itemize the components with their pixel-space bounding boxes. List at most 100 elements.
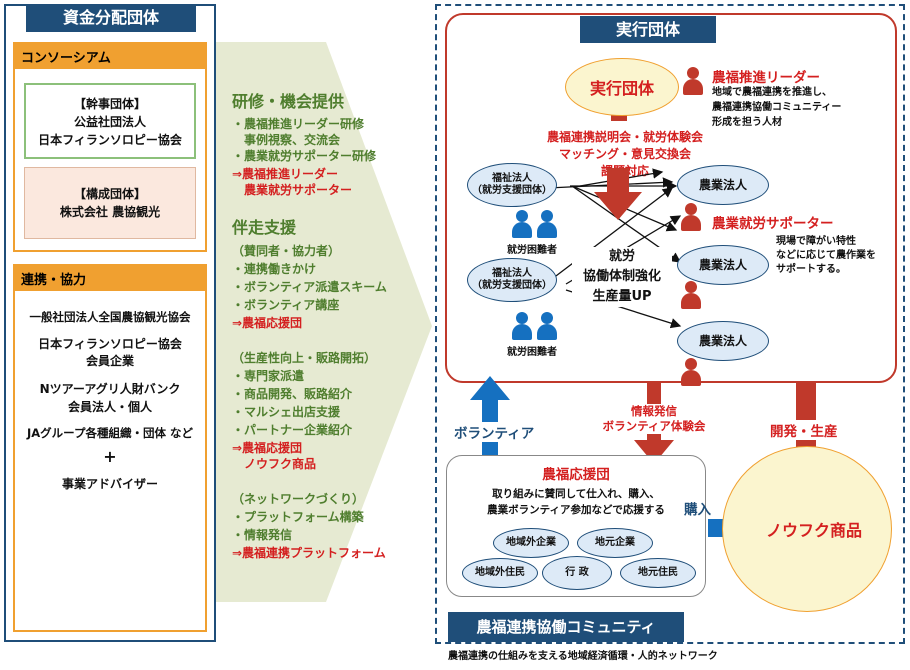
supporter-title: 農業就労サポーター	[712, 216, 834, 232]
partner-item: 一般社団法人全国農協観光協会	[29, 310, 191, 324]
accompany-line: ・専門家派遣	[232, 369, 305, 383]
training-line: ・農業就労サポーター研修	[232, 149, 377, 163]
hard-to-employ-label: 就労困難者	[507, 347, 557, 358]
accompany-title: 伴走支援	[232, 218, 297, 237]
buy-label: 購入	[684, 502, 711, 518]
ouen-member: 地元住民	[620, 558, 696, 588]
accompany-line: ・ボランティア派遣スキーム	[232, 280, 387, 294]
farm-corp-1: 農業法人	[677, 165, 769, 205]
farm-person-icon	[680, 281, 702, 309]
training-result: ⇒農福推進リーダー	[232, 167, 339, 181]
ouen-desc: 農業ボランティア参加などで応援する	[487, 504, 665, 516]
partners-box	[13, 264, 207, 632]
leader-title: 農福推進リーダー	[712, 70, 820, 86]
volunteer-up-arrow	[470, 376, 510, 458]
accompany-line: ・情報発信	[232, 528, 293, 542]
volunteer-label: ボランティア	[452, 422, 537, 442]
partner-item: Nツアーアグリ人財バンク	[39, 382, 181, 396]
accompany-line: ・パートナー企業紹介	[232, 423, 353, 437]
welfare-line: （就労支援団体）	[472, 185, 552, 196]
training-line: ・農福推進リーダー研修	[232, 117, 365, 131]
center-line: 協働体制強化	[582, 269, 661, 284]
accompany-line: ・商品開発、販路紹介	[232, 387, 353, 401]
community-frame	[435, 4, 905, 644]
lead-org-line: 公益社団法人	[73, 115, 146, 129]
supporter-person-icon	[680, 203, 702, 231]
ouen-member: 地域外住民	[462, 558, 538, 588]
training-line: 事例視察、交流会	[232, 133, 341, 147]
center-line: 生産量UP	[592, 289, 652, 304]
partner-item: 会員企業	[85, 354, 134, 368]
farm-corp-3: 農業法人	[677, 321, 769, 361]
farm-corp-2: 農業法人	[677, 245, 769, 285]
partner-item: 日本フィランソロピー協会	[38, 337, 182, 351]
accompany-result: ノウフク商品	[232, 457, 317, 471]
community-sub: 農福連携の仕組みを支える地域経済循環・人的ネットワーク	[448, 651, 718, 662]
accompany-group-head: （賛同者・協力者）	[232, 244, 341, 258]
supporter-desc: などに応じて農作業を	[776, 250, 876, 261]
product-circle: ノウフク商品	[722, 446, 892, 612]
welfare-org-2: 福祉法人（就労支援団体）	[467, 258, 557, 302]
activity-line: マッチング・意見交換会	[558, 147, 691, 161]
ouen-title: 農福応援団	[542, 467, 610, 483]
accompany-group-head: （ネットワークづくり）	[232, 492, 365, 506]
leader-desc: 形成を担う人材	[712, 117, 782, 128]
worker-icon	[536, 312, 558, 340]
leader-person-icon	[682, 67, 704, 95]
ouen-desc: 取り組みに賛同して仕入れ、購入、	[492, 488, 660, 500]
welfare-line: 福祉法人	[492, 268, 532, 279]
lead-org-box: 【幹事団体】 公益社団法人 日本フィランソロピー協会	[24, 83, 196, 159]
support-arrow-shape	[216, 42, 432, 602]
info-line: ボランティア体験会	[602, 419, 706, 433]
accompany-result: ⇒農福応援団	[232, 316, 303, 330]
accompany-line: ・ボランティア講座	[232, 298, 340, 312]
training-title: 研修・機会提供	[232, 92, 345, 111]
training-result: 農業就労サポーター	[232, 183, 353, 197]
accompany-line: ・プラットフォーム構築	[232, 510, 364, 524]
activity-line: 農福連携説明会・就労体験会	[546, 130, 703, 144]
info-line: 情報発信	[631, 404, 677, 418]
worker-icon	[511, 210, 533, 238]
supporter-desc: 現場で障がい特性	[776, 236, 856, 247]
supporter-desc: サポートする。	[776, 264, 846, 275]
ouen-member: 地域外企業	[493, 528, 569, 558]
hard-to-employ-label: 就労困難者	[507, 245, 557, 256]
partner-item: 事業アドバイザー	[61, 477, 158, 491]
accompany-result: ⇒農福応援団	[232, 441, 303, 455]
leader-desc: 地域で農福連携を推進し、	[712, 87, 832, 98]
partner-item: 会員法人・個人	[67, 400, 152, 414]
ouen-member: 行 政	[542, 556, 612, 590]
welfare-line: （就労支援団体）	[472, 280, 552, 291]
center-line: 就労	[608, 249, 635, 264]
farm-person-icon	[680, 358, 702, 386]
fund-title: 資金分配団体	[26, 4, 196, 32]
leader-desc: 農福連携協働コミュニティー	[712, 102, 842, 113]
partner-item: JAグループ各種組織・団体 など	[27, 426, 193, 440]
lead-org-line: 【幹事団体】	[73, 97, 146, 111]
exec-bubble-connector	[611, 114, 627, 121]
partners-label: 連携・協力	[15, 266, 205, 291]
member-org-line: 【構成団体】	[73, 187, 146, 201]
worker-icon	[536, 210, 558, 238]
product-label: ノウフク商品	[765, 521, 862, 540]
accompany-line: ・連携働きかけ	[232, 262, 317, 276]
accompany-group-head: （生産性向上・販路開拓）	[232, 351, 377, 365]
info-label: 情報発信 ボランティア体験会	[592, 404, 716, 434]
exec-bubble-label: 実行団体	[589, 79, 654, 98]
consortium-label: コンソーシアム	[15, 44, 205, 69]
exec-bubble: 実行団体	[565, 58, 679, 116]
welfare-org-1: 福祉法人（就労支援団体）	[467, 163, 557, 207]
ouen-member: 地元企業	[577, 528, 653, 558]
exec-header: 実行団体	[580, 16, 716, 43]
partner-plus: +	[103, 447, 117, 466]
develop-label: 開発・生産	[768, 420, 840, 440]
welfare-line: 福祉法人	[492, 173, 532, 184]
member-org-box: 【構成団体】 株式会社 農協観光	[24, 167, 196, 239]
center-text: 就労 協働体制強化 生産量UP	[572, 247, 672, 307]
worker-icon	[511, 312, 533, 340]
community-title: 農福連携協働コミュニティ	[448, 612, 684, 642]
lead-org-line: 日本フィランソロピー協会	[38, 133, 182, 147]
member-org-line: 株式会社 農協観光	[59, 205, 161, 219]
red-down-arrow	[594, 168, 642, 220]
accompany-result: ⇒農福連携プラットフォーム	[232, 546, 386, 560]
